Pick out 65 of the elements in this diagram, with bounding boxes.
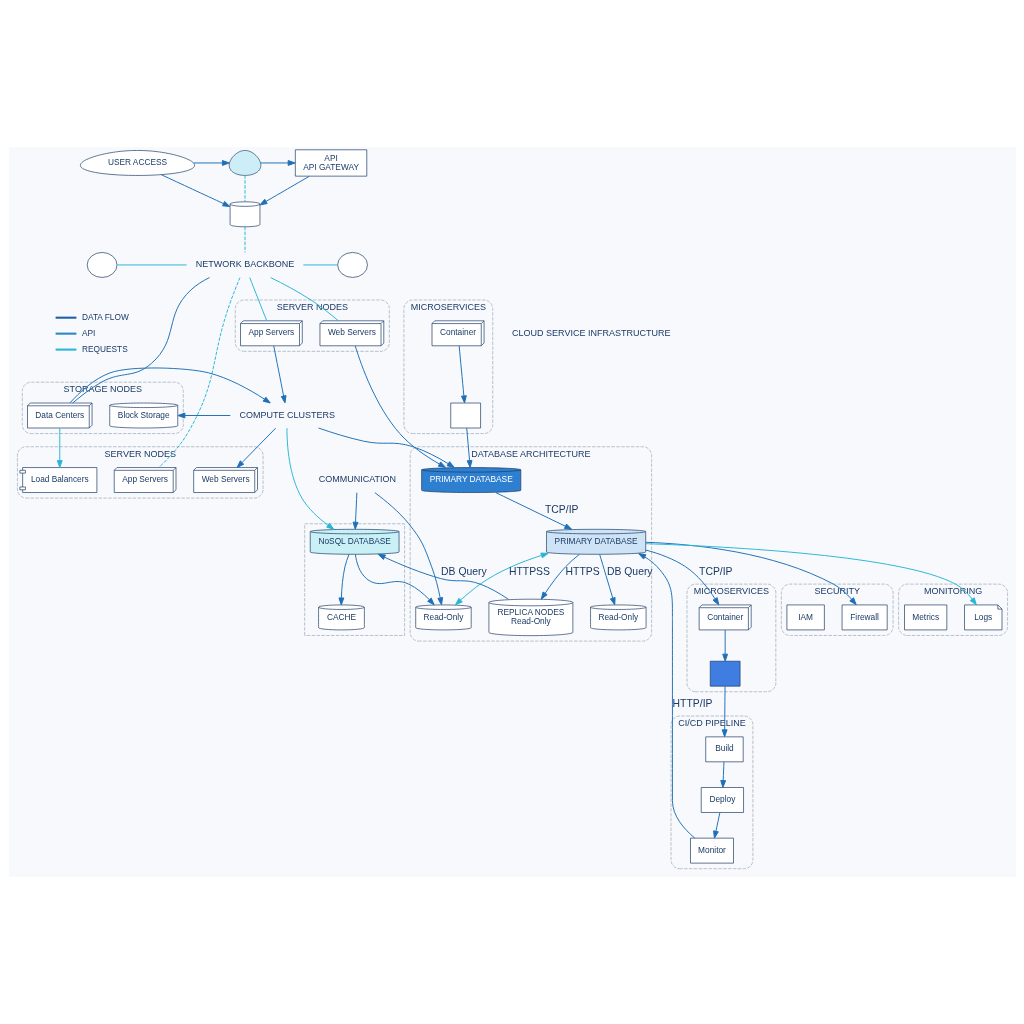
arrow — [236, 427, 276, 468]
arrow — [644, 541, 857, 606]
arrow — [354, 553, 435, 606]
arrow — [721, 629, 728, 662]
node-box: Build — [704, 736, 744, 763]
arrow — [458, 345, 467, 404]
legend-label: REQUESTS — [81, 343, 128, 354]
label: CLOUD SERVICE INFRASTRUCTURE — [511, 327, 670, 338]
connector — [244, 226, 245, 253]
connector — [248, 277, 267, 322]
arrow — [494, 492, 572, 530]
node-box: Firewall — [841, 604, 887, 631]
arrow — [719, 761, 726, 788]
legend-label: DATA FLOW — [81, 311, 129, 322]
node-cloud — [86, 252, 117, 278]
node-cloud — [336, 252, 368, 278]
edge-label: TCP/IP — [698, 566, 733, 578]
arrow — [258, 175, 310, 206]
node-person — [228, 150, 261, 176]
connector — [71, 277, 210, 404]
arrow — [272, 345, 286, 404]
connector — [116, 264, 187, 266]
connector — [269, 277, 339, 322]
edge-label: HTTPS — [565, 566, 600, 578]
node-box: API API GATEWAY — [294, 149, 367, 177]
arrow — [176, 412, 231, 419]
node-box: Deploy — [700, 787, 744, 813]
node-box — [449, 402, 481, 429]
arrow — [454, 552, 549, 606]
edge-label: HTTPSS — [508, 566, 550, 578]
arrow — [373, 492, 443, 606]
arrow — [56, 427, 63, 468]
arrow — [69, 367, 271, 404]
node-text: COMMUNICATION — [318, 474, 396, 485]
arrow — [645, 543, 977, 606]
arrow — [352, 492, 358, 530]
node-text: COMPUTE CLUSTERS — [239, 409, 335, 420]
arrow — [192, 160, 230, 166]
edge-label: DB Query — [440, 566, 487, 578]
arrow — [377, 553, 509, 600]
arrow — [465, 427, 472, 468]
legend-label: API — [81, 327, 95, 338]
arrow — [338, 553, 350, 606]
arrow — [540, 554, 580, 600]
arrow — [721, 685, 728, 738]
connector — [157, 277, 240, 468]
arrow — [354, 345, 446, 468]
arrow — [317, 427, 455, 468]
edge-label: DB Query — [606, 566, 653, 578]
node-text: NETWORK BACKBONE — [195, 259, 294, 270]
node-box: Monitor — [689, 837, 734, 864]
arrow — [259, 160, 296, 166]
arrow — [285, 427, 334, 530]
connector — [244, 175, 245, 202]
arrow — [637, 553, 695, 839]
arrow — [712, 812, 720, 839]
node-box: Metrics — [903, 604, 947, 631]
connector — [302, 264, 338, 266]
arrow — [644, 549, 719, 606]
edge-label: HTTP/IP — [672, 698, 712, 710]
node-box: IAM — [786, 604, 825, 631]
arrow — [160, 174, 230, 208]
edge-label: TCP/IP — [544, 504, 579, 516]
node-box — [709, 660, 740, 687]
arrow — [598, 553, 616, 606]
